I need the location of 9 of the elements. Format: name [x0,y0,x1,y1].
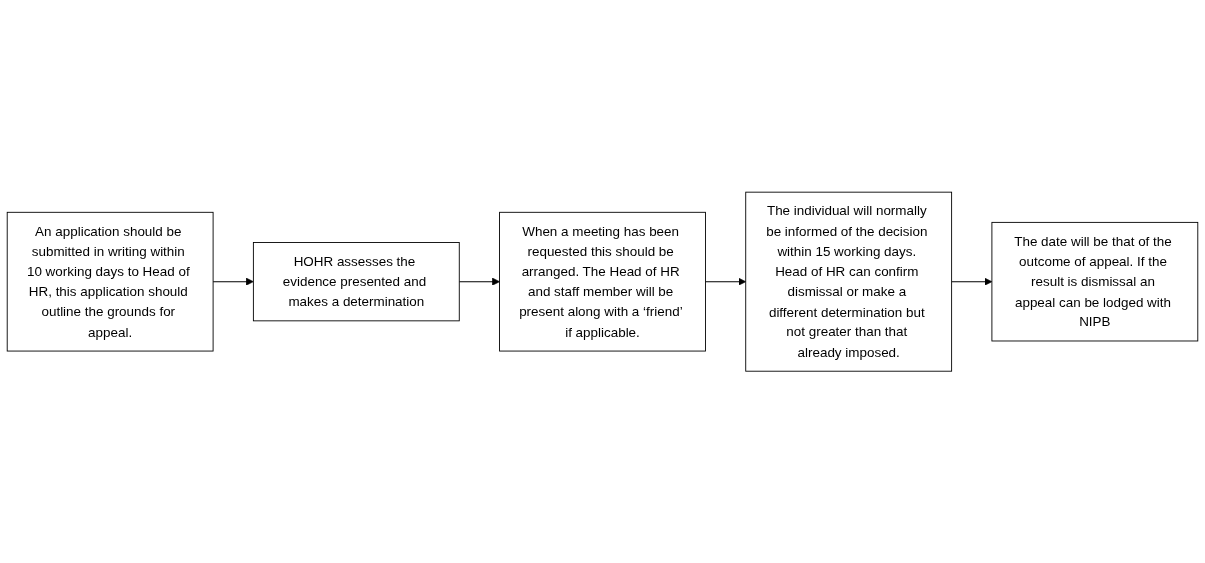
arrow [704,277,747,286]
arrow [212,277,254,286]
arrow [458,277,500,286]
node-box: The date will be that of the outcome of appeal. If the result is dismissal an appeal can be lodged with NIPB [991,221,1199,342]
node-box: An application should be submitted in writing within 10 working days to Head of HR, this application should outline the grounds for appeal. [6,211,214,352]
node-box: When a meeting has been requested this should be arranged. The Head of HR and staff member will be present along with a ‘friend’ if applicable. [499,211,706,352]
arrow [951,277,993,286]
node-box: The individual will normally be informed of the decision within 15 working days. Head of HR can confirm dismissal or make a different determination but not greater than that already imposed. [745,191,953,372]
node-box: HOHR assesses the evidence presented and makes a determination [252,241,460,322]
